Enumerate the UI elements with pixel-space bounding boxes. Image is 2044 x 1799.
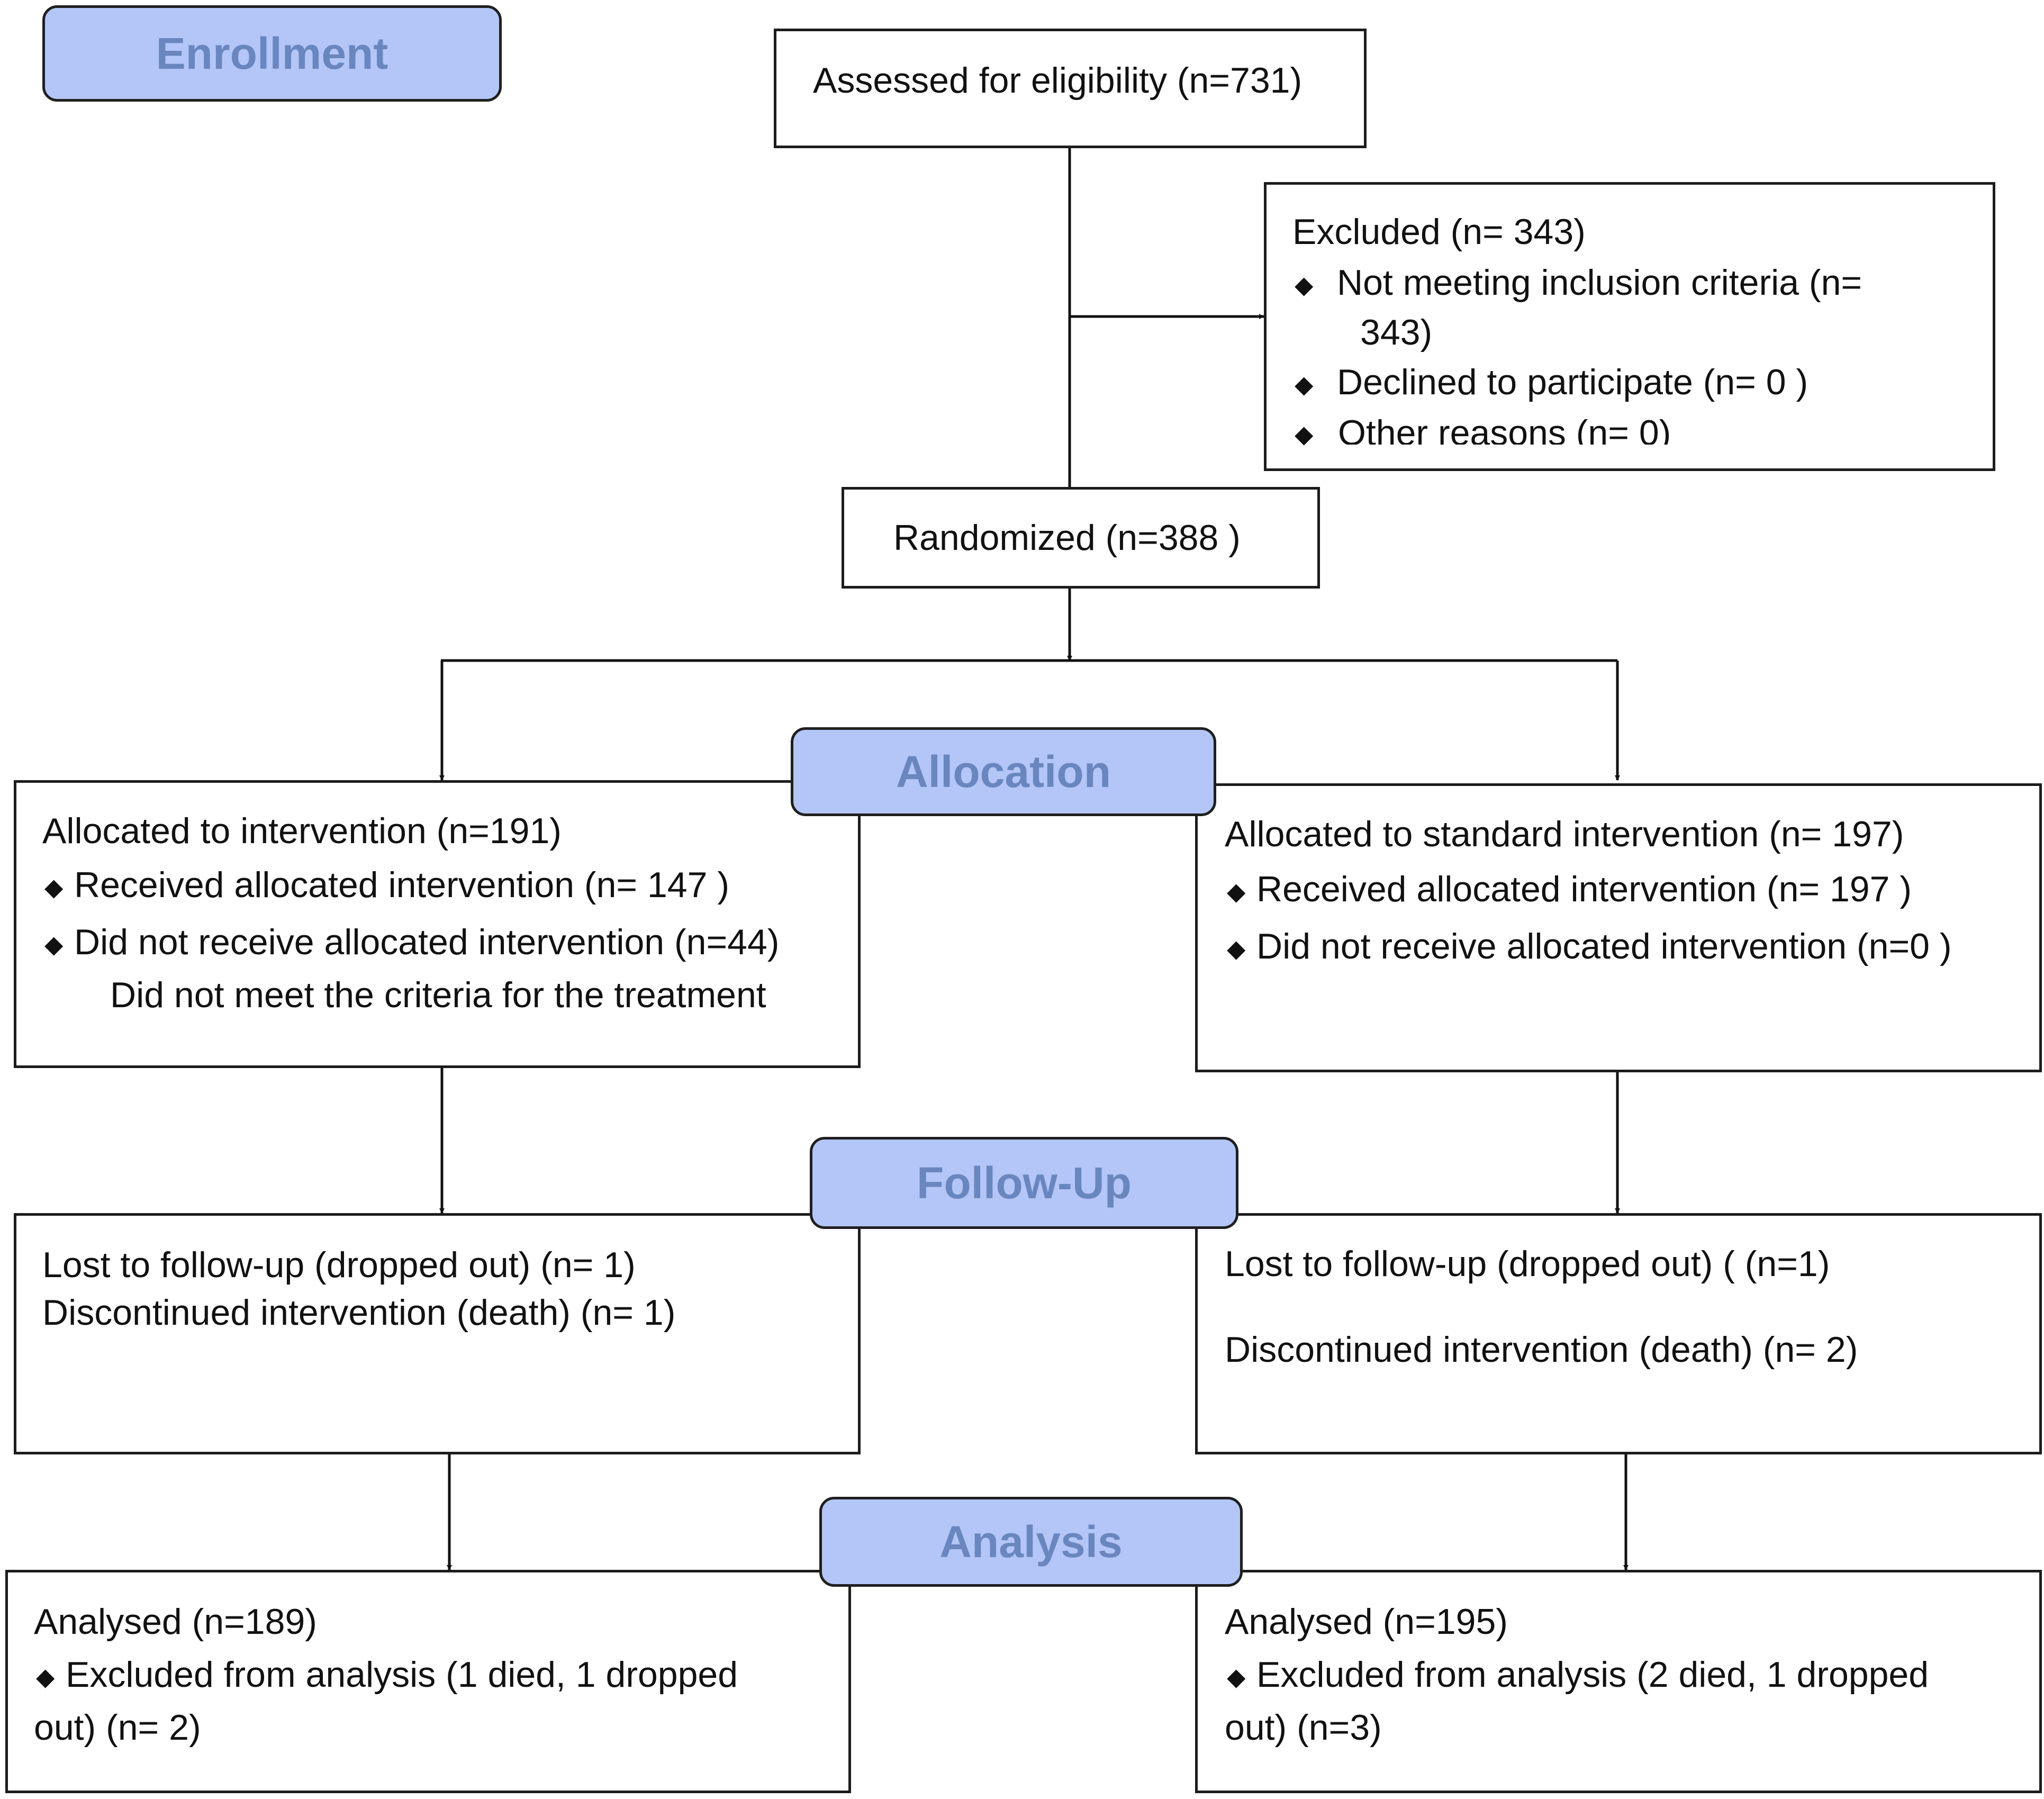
followup-left-discontinued: Discontinued intervention (death) (n= 1) <box>42 1292 676 1333</box>
bullet-icon: ◆ <box>44 930 64 958</box>
allocation-left-item: Did not receive allocated intervention (… <box>74 922 780 962</box>
stage-analysis: Analysis <box>819 1497 1243 1587</box>
excluded-item: Other reasons (n= 0) <box>1338 413 1671 445</box>
allocation-left-item: Received allocated intervention (n= 147 … <box>74 865 729 905</box>
analysis-left-excluded-cont: out) (n= 2) <box>34 1707 201 1748</box>
excluded-item: Not meeting inclusion criteria (n= <box>1337 263 1862 303</box>
assessed-text: Assessed for eligibility (n=731) <box>813 60 1303 101</box>
followup-right-box <box>1195 1213 2042 1454</box>
bullet-icon: ◆ <box>1295 420 1314 448</box>
allocation-right-title: Allocated to standard intervention (n= 1… <box>1225 814 1904 854</box>
analysis-left-excluded: Excluded from analysis (1 died, 1 droppe… <box>66 1655 738 1695</box>
stage-enrollment: Enrollment <box>42 5 502 102</box>
randomized-text: Randomized (n=388 ) <box>893 518 1241 558</box>
allocation-right-box <box>1195 783 2042 1072</box>
bullet-icon: ◆ <box>1227 935 1246 962</box>
stage-follow-up: Follow-Up <box>810 1137 1238 1229</box>
excluded-box <box>1264 182 1995 471</box>
analysis-right-analysed: Analysed (n=195) <box>1225 1602 1508 1642</box>
bullet-icon: ◆ <box>1295 271 1314 299</box>
analysis-right-box <box>1195 1570 2042 1793</box>
followup-left-lost: Lost to follow-up (dropped out) (n= 1) <box>42 1245 636 1285</box>
assessed-box <box>774 29 1367 148</box>
bullet-icon: ◆ <box>1227 1663 1246 1690</box>
allocation-left-box <box>14 780 861 1068</box>
followup-right-lost: Lost to follow-up (dropped out) ( (n=1) <box>1225 1244 1830 1284</box>
excluded-item: 343) <box>1360 312 1433 352</box>
analysis-left-box <box>5 1570 851 1793</box>
allocation-right-item: Received allocated intervention (n= 197 … <box>1256 869 1912 909</box>
allocation-left-title: Allocated to intervention (n=191) <box>42 811 562 851</box>
analysis-right-excluded: Excluded from analysis (2 died, 1 droppe… <box>1256 1655 1929 1695</box>
followup-right-discontinued: Discontinued intervention (death) (n= 2) <box>1225 1330 1858 1370</box>
bullet-icon: ◆ <box>1295 370 1314 398</box>
analysis-left-analysed: Analysed (n=189) <box>34 1602 317 1642</box>
bullet-icon: ◆ <box>36 1663 55 1690</box>
allocation-left-note: Did not meet the criteria for the treatm… <box>110 975 766 1015</box>
bullet-icon: ◆ <box>44 873 64 901</box>
stage-allocation: Allocation <box>791 727 1216 816</box>
analysis-right-excluded-cont: out) (n=3) <box>1225 1707 1382 1748</box>
allocation-right-item: Did not receive allocated intervention (… <box>1256 926 1952 966</box>
followup-left-box <box>14 1213 861 1454</box>
excluded-item: Declined to participate (n= 0 ) <box>1337 362 1808 402</box>
excluded-title: Excluded (n= 343) <box>1292 212 1586 252</box>
randomized-box <box>842 487 1320 589</box>
bullet-icon: ◆ <box>1227 878 1246 905</box>
